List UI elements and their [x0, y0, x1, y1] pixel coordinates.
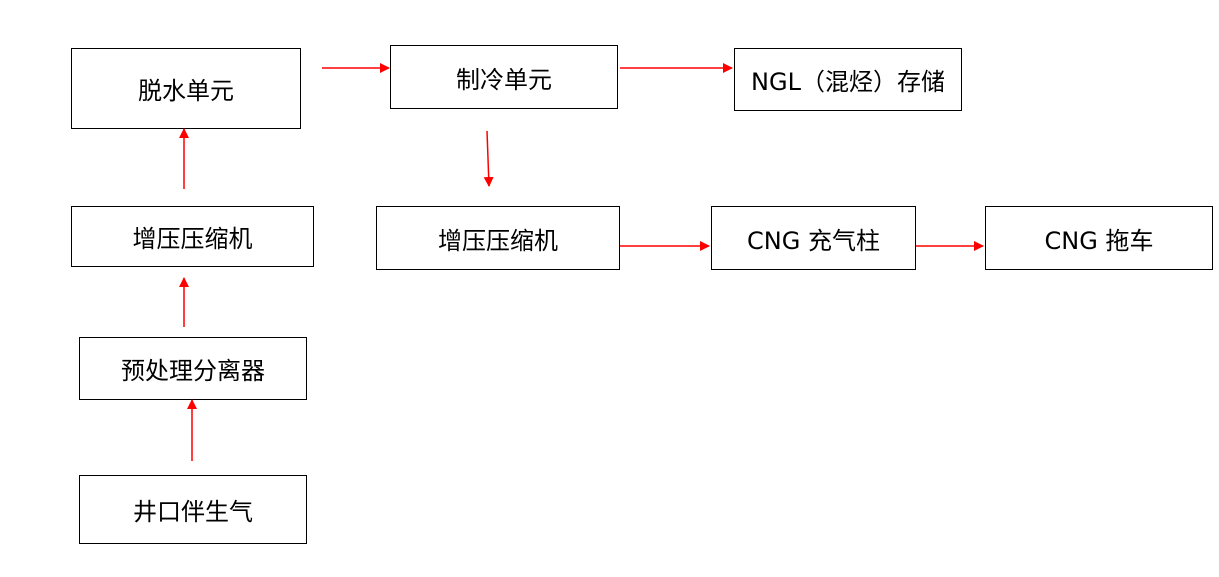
booster-compressor-left-box: 增压压缩机 [71, 206, 314, 267]
cng-trailer-box: CNG 拖车 [985, 206, 1213, 270]
arrow-refrigeration-to-compressor [483, 130, 494, 187]
booster-compressor-left-label: 增压压缩机 [132, 225, 253, 253]
dehydration-unit-label: 脱水单元 [138, 77, 234, 105]
refrigeration-unit-box: 制冷单元 [390, 45, 618, 109]
wellhead-gas-box: 井口伴生气 [79, 475, 307, 544]
cng-dispenser-label: CNG 充气柱 [747, 226, 880, 255]
pretreatment-separator-box: 预处理分离器 [79, 337, 307, 400]
cng-dispenser-box: CNG 充气柱 [711, 206, 916, 270]
booster-compressor-mid-label: 增压压缩机 [438, 226, 558, 255]
pretreatment-separator-label: 预处理分离器 [121, 357, 265, 385]
dehydration-unit-box: 脱水单元 [71, 48, 301, 129]
cng-trailer-label: CNG 拖车 [1044, 226, 1154, 255]
refrigeration-unit-label: 制冷单元 [456, 65, 552, 94]
wellhead-gas-label: 井口伴生气 [133, 498, 253, 526]
ngl-storage-label: NGL（混烃）存储 [751, 68, 945, 96]
booster-compressor-mid-box: 增压压缩机 [376, 206, 620, 270]
ngl-storage-box: NGL（混烃）存储 [734, 48, 962, 111]
